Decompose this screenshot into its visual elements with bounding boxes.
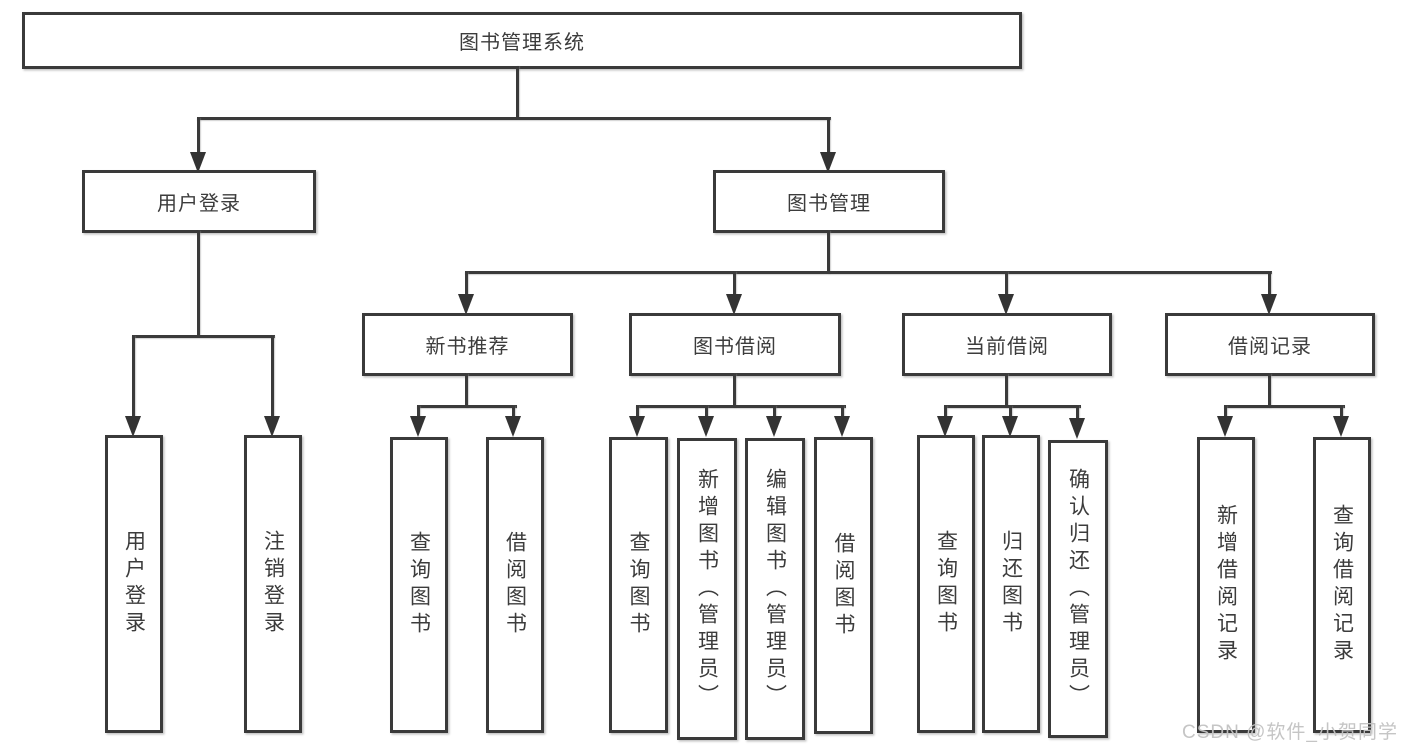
node-book-management: 图书管理: [713, 170, 945, 233]
leaf-confirm-return-admin-label: 确认归还（管理员）: [1066, 467, 1090, 711]
leaf-query-books-3-label: 查询图书: [934, 530, 958, 638]
connector-arrow-stem: [271, 336, 274, 418]
node-book-management-label: 图书管理: [787, 193, 871, 215]
connector-user-login-stem: [197, 231, 200, 337]
leaf-query-borrow-record: 查询借阅记录: [1313, 437, 1371, 733]
node-root-label: 图书管理系统: [459, 32, 585, 54]
node-current-borrow-label: 当前借阅: [965, 336, 1049, 358]
connector-newbook-stem: [465, 374, 468, 408]
connector-arrow-stem: [733, 272, 736, 298]
arrowhead-icon: [820, 152, 836, 173]
watermark-text: CSDN @软件_小贺同学: [1182, 722, 1398, 743]
connector-arrow-stem: [841, 406, 844, 420]
connector-root-bar: [197, 117, 831, 120]
node-root: 图书管理系统: [22, 12, 1022, 69]
connector-arrow-stem: [1340, 406, 1343, 420]
leaf-add-books-admin: 新增图书（管理员）: [677, 438, 737, 740]
leaf-query-books-2-label: 查询图书: [627, 531, 650, 639]
connector-arrow-stem: [705, 406, 708, 420]
arrowhead-icon: [937, 416, 953, 437]
leaf-user-login-label: 用户登录: [122, 530, 146, 638]
leaf-borrow-books-2: 借阅图书: [814, 437, 873, 734]
node-book-borrow-label: 图书借阅: [693, 336, 777, 358]
leaf-query-books-2: 查询图书: [609, 437, 668, 733]
connector-arrow-stem: [827, 118, 830, 154]
leaf-add-borrow-record-label: 新增借阅记录: [1214, 504, 1238, 666]
leaf-edit-books-admin: 编辑图书（管理员）: [745, 438, 805, 740]
arrowhead-icon: [766, 416, 782, 437]
leaf-return-books-label: 归还图书: [999, 530, 1023, 638]
arrowhead-icon: [726, 294, 742, 315]
leaf-user-login: 用户登录: [105, 435, 163, 733]
leaf-return-books: 归还图书: [982, 435, 1040, 733]
connector-arrow-stem: [197, 118, 200, 154]
connector-records-bar: [1224, 405, 1345, 408]
leaf-edit-books-admin-label: 编辑图书（管理员）: [763, 467, 787, 711]
connector-arrow-stem: [465, 272, 468, 298]
leaf-borrow-books-2-label: 借阅图书: [832, 531, 855, 640]
node-user-login: 用户登录: [82, 170, 316, 233]
arrowhead-icon: [698, 416, 714, 437]
connector-records-stem: [1268, 374, 1271, 408]
leaf-logout-label: 注销登录: [261, 530, 285, 638]
arrowhead-icon: [505, 416, 521, 437]
arrowhead-icon: [458, 294, 474, 315]
connector-arrow-stem: [1076, 406, 1079, 420]
leaf-add-borrow-record: 新增借阅记录: [1197, 437, 1255, 733]
connector-arrow-stem: [1224, 406, 1227, 420]
arrowhead-icon: [125, 416, 141, 437]
connector-arrow-stem: [636, 406, 639, 420]
connector-root-stem: [516, 66, 519, 119]
node-user-login-label: 用户登录: [157, 193, 241, 215]
leaf-add-books-admin-label: 新增图书（管理员）: [695, 467, 719, 711]
node-new-book-recommend: 新书推荐: [362, 313, 573, 376]
connector-user-login-bar: [132, 335, 275, 338]
connector-borrow-bar: [636, 405, 846, 408]
connector-arrow-stem: [944, 406, 947, 420]
node-borrow-records-label: 借阅记录: [1228, 336, 1312, 358]
leaf-borrow-books-1-label: 借阅图书: [503, 531, 527, 639]
arrowhead-icon: [1002, 416, 1018, 437]
node-new-book-recommend-label: 新书推荐: [425, 336, 510, 358]
leaf-logout: 注销登录: [244, 435, 302, 733]
connector-arrow-stem: [773, 406, 776, 420]
leaf-query-books-1-label: 查询图书: [407, 531, 431, 639]
connector-current-stem: [1005, 374, 1008, 408]
arrowhead-icon: [1069, 418, 1085, 439]
connector-arrow-stem: [1009, 406, 1012, 420]
arrowhead-icon: [264, 416, 280, 437]
leaf-confirm-return-admin: 确认归还（管理员）: [1048, 440, 1108, 738]
arrowhead-icon: [410, 416, 426, 437]
arrowhead-icon: [629, 416, 645, 437]
node-borrow-records: 借阅记录: [1165, 313, 1375, 376]
connector-arrow-stem: [1268, 272, 1271, 298]
arrowhead-icon: [834, 416, 850, 437]
connector-current-bar: [944, 405, 1081, 408]
connector-book-mgmt-bar: [465, 271, 1272, 274]
node-current-borrow: 当前借阅: [902, 313, 1112, 376]
leaf-query-books-3: 查询图书: [917, 435, 975, 733]
arrowhead-icon: [190, 152, 206, 173]
leaf-query-books-1: 查询图书: [390, 437, 448, 733]
connector-arrow-stem: [417, 406, 420, 420]
arrowhead-icon: [1261, 294, 1277, 315]
leaf-borrow-books-1: 借阅图书: [486, 437, 544, 733]
connector-newbook-bar: [417, 405, 517, 408]
connector-book-mgmt-stem: [827, 231, 830, 274]
arrowhead-icon: [1217, 416, 1233, 437]
connector-arrow-stem: [132, 336, 135, 418]
arrowhead-icon: [1333, 416, 1349, 437]
connector-arrow-stem: [512, 406, 515, 420]
connector-borrow-stem: [733, 374, 736, 408]
leaf-query-borrow-record-label: 查询借阅记录: [1330, 504, 1354, 666]
arrowhead-icon: [998, 294, 1014, 315]
node-book-borrow: 图书借阅: [629, 313, 841, 376]
connector-arrow-stem: [1005, 272, 1008, 298]
